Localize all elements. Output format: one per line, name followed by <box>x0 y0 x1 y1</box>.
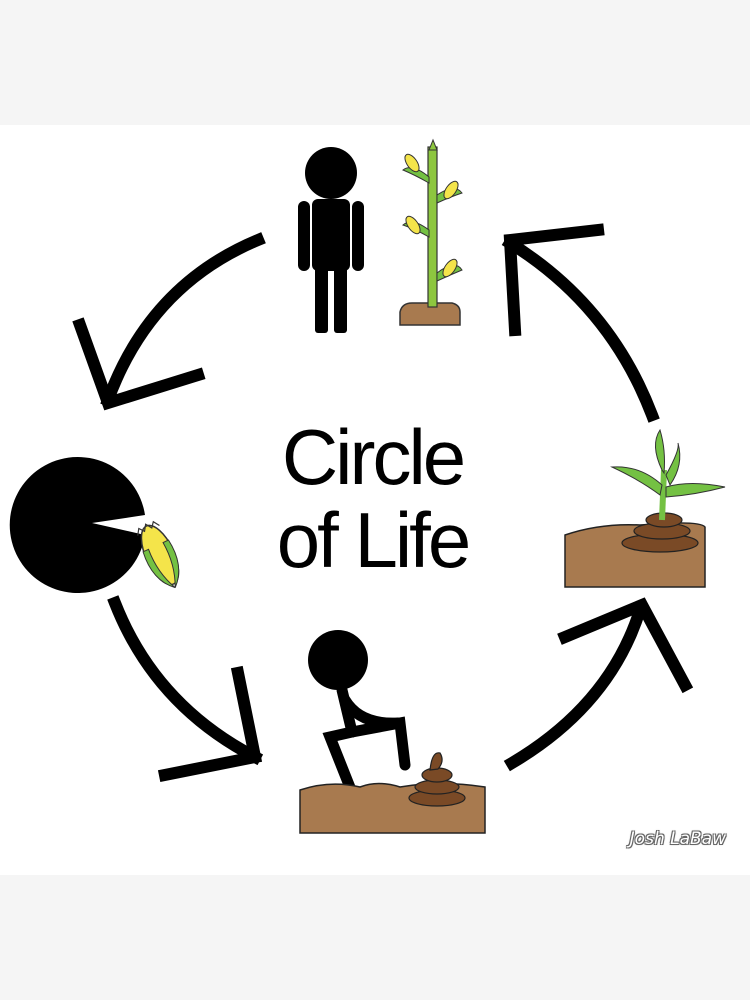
diagram-canvas: Circle of Life Josh LaBaw <box>0 125 750 875</box>
artist-signature: Josh LaBaw <box>629 829 726 849</box>
arrow-top-right <box>501 234 660 423</box>
arrow-bottom-left <box>107 595 264 766</box>
corn-stalk-icon <box>399 138 463 326</box>
arrow-top-left <box>100 232 266 408</box>
eater-icon <box>9 456 146 593</box>
arrow-bottom-right <box>503 602 648 772</box>
circle-of-life-diagram <box>9 138 726 834</box>
arrow-head-bottom-right <box>557 597 694 694</box>
stick-person-icon <box>298 147 364 333</box>
sprout-in-soil-icon <box>564 428 726 588</box>
arrow-head-bottom-left <box>157 665 263 783</box>
soil-mound-icon <box>299 782 486 834</box>
arrow-head-top-right <box>503 223 605 337</box>
squatting-person-icon <box>308 630 411 806</box>
poop-icon <box>408 752 466 807</box>
arrow-head-top-left <box>72 317 206 411</box>
corn-cob-icon <box>137 520 180 589</box>
title-line-2: of Life <box>276 496 471 584</box>
title-line-1: Circle <box>281 413 466 501</box>
